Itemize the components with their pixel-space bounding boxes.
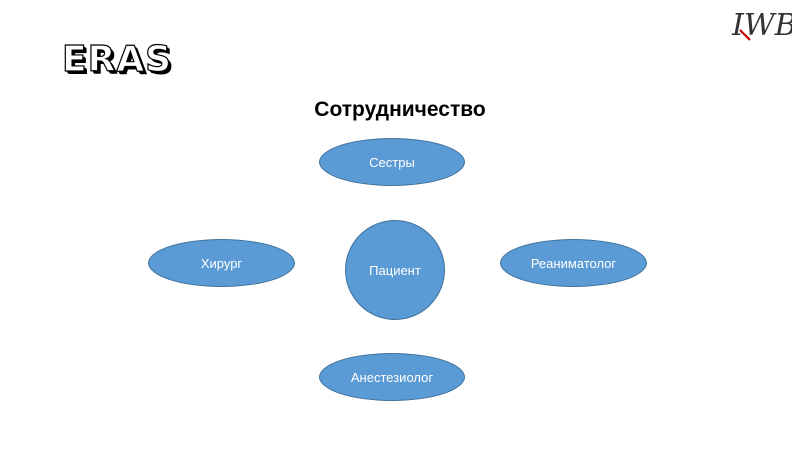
node-patient: Пациент bbox=[345, 220, 445, 320]
node-patient-label: Пациент bbox=[369, 262, 421, 278]
node-resuscitator-label: Реаниматолог bbox=[530, 255, 617, 271]
iwb-logo: IWB bbox=[731, 8, 792, 43]
node-resuscitator: Реаниматолог bbox=[500, 239, 647, 287]
eras-heading: ERAS bbox=[61, 39, 173, 80]
node-anesthesiologist-label: Анестезиолог bbox=[350, 369, 434, 385]
node-surgeon: Хирург bbox=[148, 239, 295, 287]
logo-letters: IWB bbox=[731, 8, 792, 43]
logo-accent-mark bbox=[739, 29, 751, 41]
node-nurses: Сестры bbox=[319, 138, 465, 186]
node-anesthesiologist: Анестезиолог bbox=[319, 353, 465, 401]
node-nurses-label: Сестры bbox=[369, 154, 415, 170]
page-title: Сотрудничество bbox=[314, 98, 486, 121]
node-surgeon-label: Хирург bbox=[200, 255, 243, 271]
